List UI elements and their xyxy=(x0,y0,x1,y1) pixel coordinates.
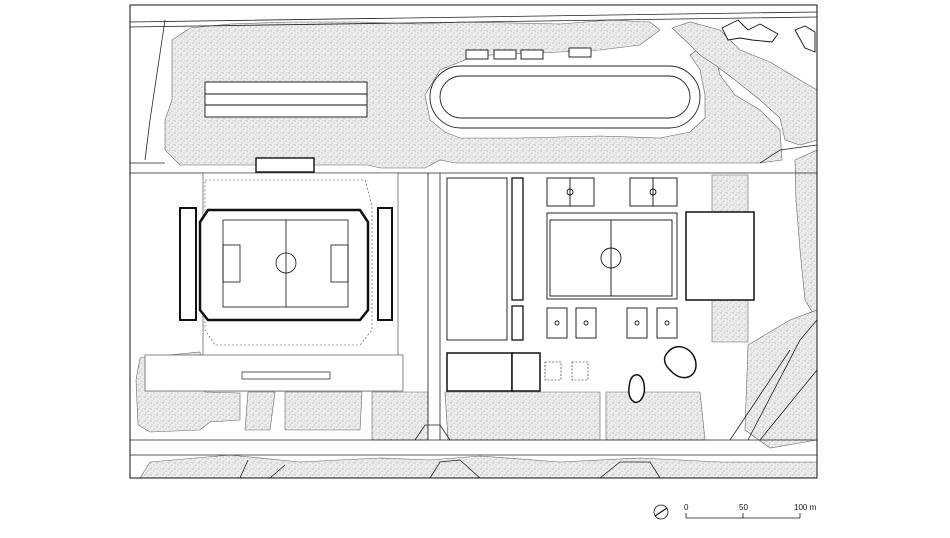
path-east-curve xyxy=(747,144,817,441)
stand-east xyxy=(377,207,393,321)
scale-label-100: 100 m xyxy=(794,503,817,512)
stand-west xyxy=(179,207,197,321)
path-bottom-left xyxy=(239,459,286,478)
kiosk-1 xyxy=(544,361,562,381)
path-centre-junction xyxy=(414,424,451,441)
woods-south-east xyxy=(605,391,706,441)
small-buildings-north xyxy=(204,47,592,118)
pitch-centre-circle xyxy=(275,252,297,274)
road-west-vertical xyxy=(144,19,166,161)
pitch-box-right xyxy=(330,244,349,283)
running-track-oval xyxy=(429,65,701,129)
stadium-bench xyxy=(241,371,331,380)
path-south xyxy=(130,439,817,456)
kiosk-2 xyxy=(571,361,589,381)
woods-south-centre-2 xyxy=(284,391,363,431)
path-bottom-wave xyxy=(429,459,661,478)
main-road-north xyxy=(130,11,817,28)
surrounding-buildings xyxy=(721,19,816,53)
woods-north-east xyxy=(671,21,817,146)
scale-bar: 0 50 100 m xyxy=(684,503,817,519)
woods-east xyxy=(794,149,817,321)
woods-south-centre xyxy=(244,391,276,431)
sports-hall-block xyxy=(685,211,755,301)
woods-lower-right xyxy=(744,309,817,449)
woods-south-4 xyxy=(444,391,601,441)
building-south-2 xyxy=(511,352,541,392)
drawing-frame xyxy=(129,4,818,479)
building-south-1 xyxy=(446,352,513,392)
scale-label-50: 50 xyxy=(739,503,748,512)
path-central xyxy=(427,173,441,440)
path-south-east-diag xyxy=(729,349,817,441)
north-arrow-icon xyxy=(653,504,669,520)
woods-bottom-strip xyxy=(139,454,817,478)
pitch-box-left xyxy=(222,244,241,283)
training-pitches xyxy=(446,177,678,341)
stadium-entrance-block xyxy=(255,157,315,173)
pond-1 xyxy=(663,346,697,379)
football-pitch xyxy=(222,219,349,308)
pond-2 xyxy=(628,374,646,404)
sports-hall xyxy=(446,211,755,404)
field-bar-1 xyxy=(511,177,524,301)
scale-label-0: 0 xyxy=(684,503,689,512)
stadium-dashed-outline xyxy=(204,179,373,346)
stadium-with-football-pitch xyxy=(144,157,404,392)
field-large-west xyxy=(446,177,508,341)
field-bar-2 xyxy=(511,305,524,341)
